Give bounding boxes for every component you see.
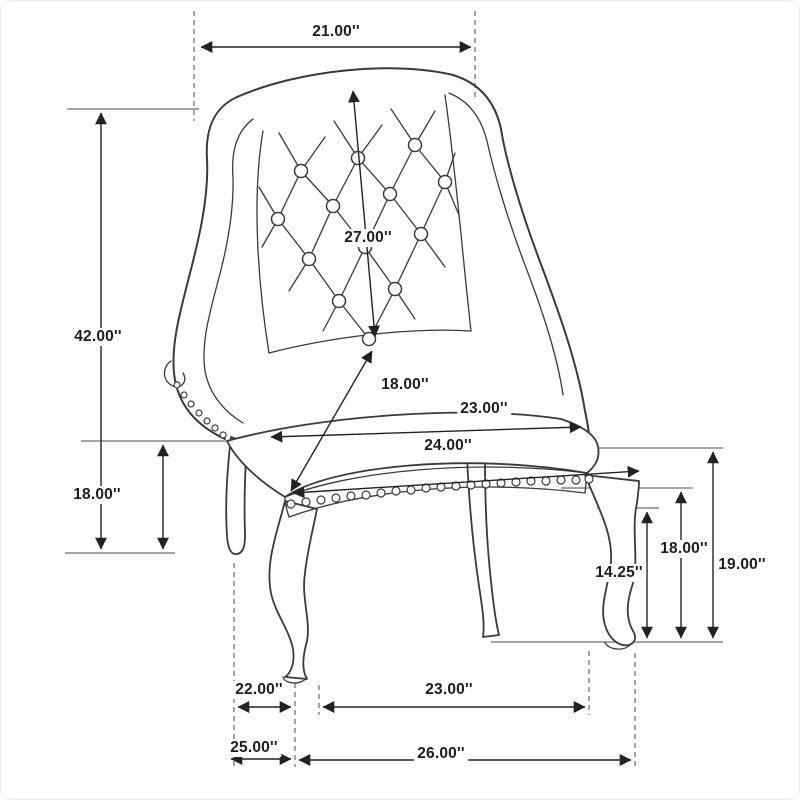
dim-label-seat-back-width: 23.00'' [457, 400, 511, 418]
dim-line-seat-back-width [270, 421, 582, 443]
front-right-leg [584, 474, 640, 647]
dim-label-leg-span-side: 22.00'' [232, 681, 286, 699]
chair-arm-scroll [163, 360, 186, 388]
chair-right-wing-inner [448, 92, 564, 396]
tufted-panel-right-edge [444, 94, 472, 332]
back-right-leg [466, 456, 500, 638]
front-right-foot [604, 642, 632, 650]
dimension-lines [95, 41, 719, 766]
tufted-panel-left-edge [256, 130, 270, 354]
dim-label-seat-depth: 18.00'' [378, 376, 432, 394]
chair-left-wing-inner [203, 118, 254, 424]
dim-label-floor-to-seat-left: 18.00'' [70, 486, 124, 504]
dim-label-floor-to-seat-right: 19.00'' [715, 556, 769, 574]
chair-back-top [236, 67, 454, 98]
dim-label-floor-to-apron: 14.25'' [592, 564, 646, 582]
dim-label-seat-front-width: 24.00'' [421, 437, 475, 455]
dim-label-floor-to-trim-right: 18.00'' [657, 540, 711, 558]
chair-left-wing-outer [172, 96, 238, 440]
chair-right-wing-outer [452, 74, 590, 438]
seat-cushion [226, 411, 600, 498]
dim-label-back-top-width: 21.00'' [309, 23, 363, 41]
dim-label-base-width: 26.00'' [414, 745, 468, 763]
dim-label-leg-span-front: 23.00'' [422, 681, 476, 699]
front-left-leg [268, 500, 318, 680]
dim-label-overall-height: 42.00'' [71, 328, 125, 346]
back-left-leg [225, 436, 248, 555]
dim-label-base-depth: 25.00'' [227, 739, 281, 757]
dim-line-seat-front-width [292, 465, 640, 499]
dim-label-back-diagonal: 27.00'' [341, 229, 395, 247]
front-left-foot [282, 676, 308, 684]
tufting-lattice [258, 108, 460, 340]
dim-line-back-diagonal [348, 90, 380, 338]
